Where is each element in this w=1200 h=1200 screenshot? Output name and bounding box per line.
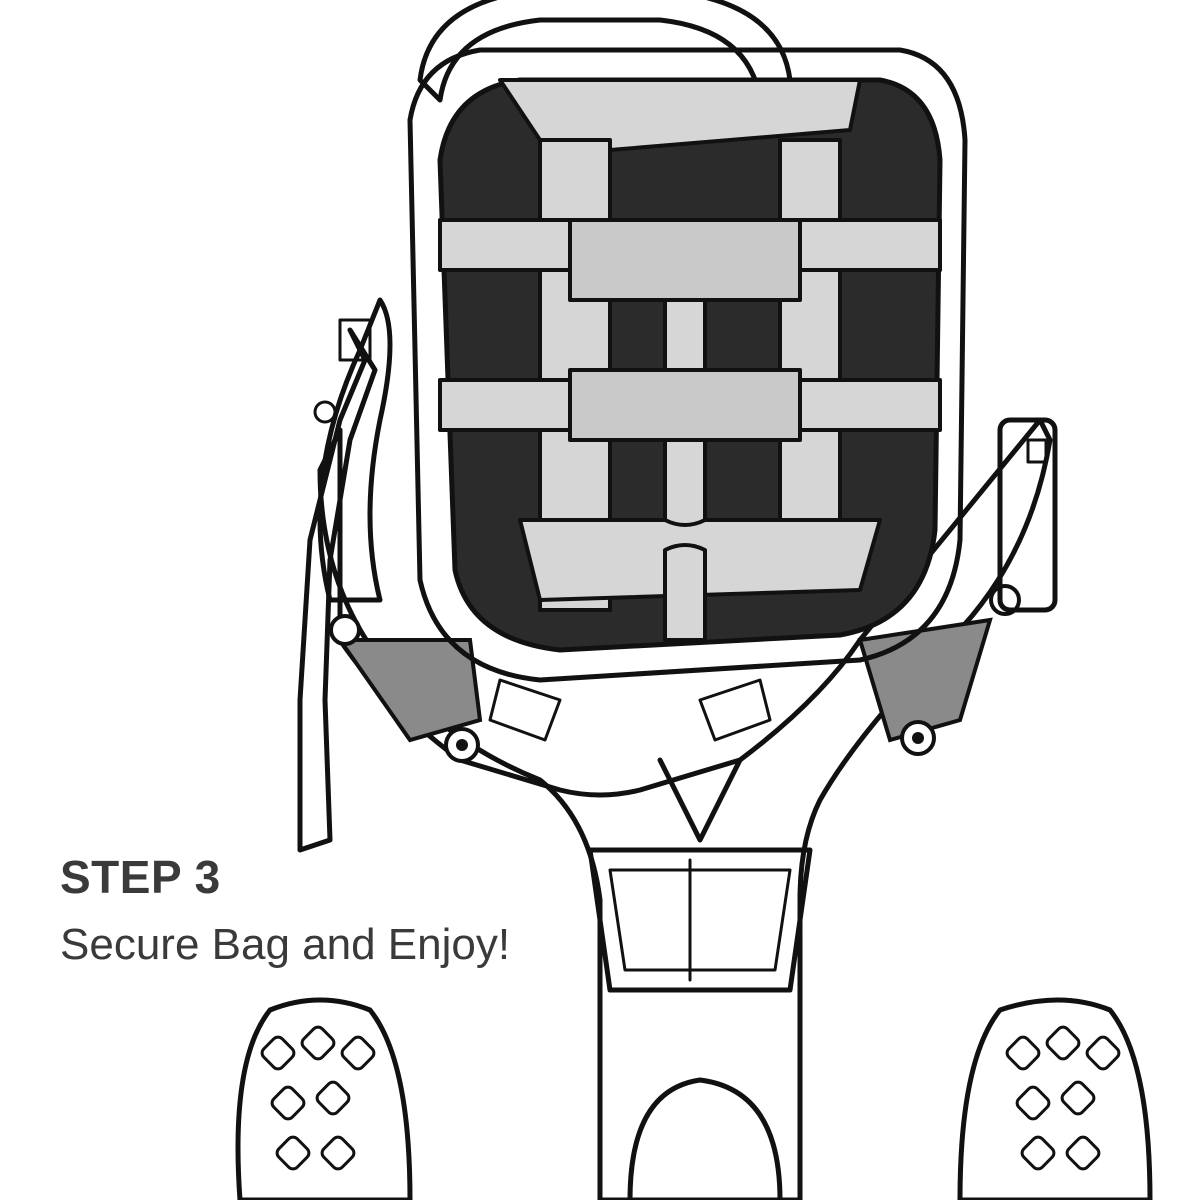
bag-strap (297, 318, 378, 853)
cart-frame (317, 297, 1058, 1200)
club-dividers (438, 78, 942, 642)
cart-console (587, 757, 813, 1200)
step-description: Secure Bag and Enjoy! (60, 920, 511, 969)
step-label: STEP 3 (60, 851, 221, 903)
cart-wheels (235, 997, 1153, 1200)
golf-bag (407, 0, 968, 683)
